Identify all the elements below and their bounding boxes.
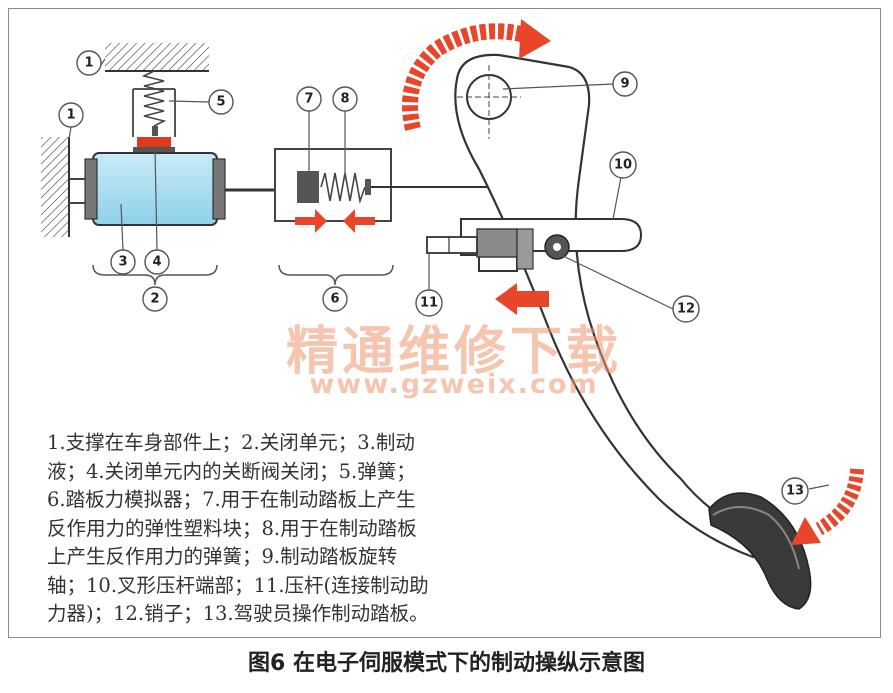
legend-line-1: 1.支撑在车身部件上；2.关闭单元；3.制动 [47, 431, 415, 454]
brake-diagram: 1 1 5 3 4 2 7 8 [41, 19, 864, 610]
spring-5 [141, 70, 167, 127]
callout-4: 4 [144, 249, 170, 275]
plastic-block-7 [297, 171, 319, 203]
callout-1b: 1 [58, 102, 84, 128]
valve-spring-assembly [132, 70, 176, 153]
callout-3-text: 3 [118, 255, 127, 270]
callout-9-text: 9 [620, 77, 629, 92]
rotation-arrow-top [402, 19, 551, 131]
shutoff-valve [137, 137, 171, 147]
callout-6-text: 6 [330, 292, 339, 307]
brake-pedal [454, 53, 812, 610]
legend-line-5: 上产生反作用力的弹簧；9.制动踏板旋转 [47, 545, 398, 568]
callout-4-text: 4 [152, 255, 161, 270]
push-arrow-left [495, 283, 549, 315]
callout-5-text: 5 [216, 95, 225, 110]
callout-9: 9 [612, 71, 638, 97]
leader-lines [68, 58, 830, 490]
callout-2: 2 [142, 286, 168, 312]
callout-13: 13 [781, 477, 809, 505]
pedal-pad [708, 492, 812, 610]
compress-arrow-left [295, 209, 327, 233]
pedal-force-simulator [274, 148, 546, 233]
diagram-frame: 1 1 5 3 4 2 7 8 [8, 8, 881, 638]
spring-8 [320, 172, 366, 205]
callout-1b-text: 1 [66, 108, 75, 123]
callout-7: 7 [296, 86, 322, 112]
callout-7-text: 7 [304, 92, 313, 107]
legend-line-2: 液；4.关闭单元内的关断阀关闭；5.弹簧； [47, 459, 416, 483]
callout-8: 8 [332, 86, 358, 112]
watermark-text: 精通维修下载 [285, 322, 622, 382]
left-support [41, 137, 70, 237]
bracket-2 [92, 264, 218, 286]
callout-2-text: 2 [150, 292, 159, 307]
driver-force-arrow [791, 468, 864, 545]
figure-caption: 图6 在电子伺服模式下的制动操纵示意图 [248, 651, 645, 676]
legend-line-3: 6.踏板力模拟器；7.用于在制动踏板上产生 [47, 488, 416, 511]
callout-11: 11 [415, 289, 443, 317]
callout-12-text: 12 [677, 302, 695, 317]
compress-arrow-right [343, 209, 375, 233]
top-support [105, 43, 209, 72]
callout-8-text: 8 [340, 92, 349, 107]
watermark-url: www.gzweix.com [309, 369, 599, 400]
legend-line-6: 轴；10.叉形压杆端部；11.压杆(连接制动助 [47, 573, 429, 597]
callout-1a: 1 [76, 50, 102, 76]
callout-5: 5 [208, 89, 234, 115]
callout-1a-text: 1 [84, 56, 93, 71]
callout-10: 10 [609, 151, 637, 179]
callout-3: 3 [110, 249, 136, 275]
closed-unit [69, 152, 299, 226]
push-rod-11 [426, 236, 478, 254]
callout-10-text: 10 [614, 158, 632, 173]
legend-line-7: 力器)；12.销子；13.驾驶员操作制动踏板。 [47, 602, 429, 625]
bracket-6 [278, 264, 394, 286]
legend-text: 1.支撑在车身部件上；2.关闭单元；3.制动 液；4.关闭单元内的关断阀关闭；5… [47, 429, 587, 629]
callout-12: 12 [672, 295, 700, 323]
callout-6: 6 [322, 286, 348, 312]
fork-push-rod-assembly [426, 218, 643, 272]
callout-13-text: 13 [786, 484, 804, 499]
legend-line-4: 反作用力的弹性塑料块；8.用于在制动踏板 [47, 516, 417, 540]
callout-11-text: 11 [420, 296, 438, 311]
